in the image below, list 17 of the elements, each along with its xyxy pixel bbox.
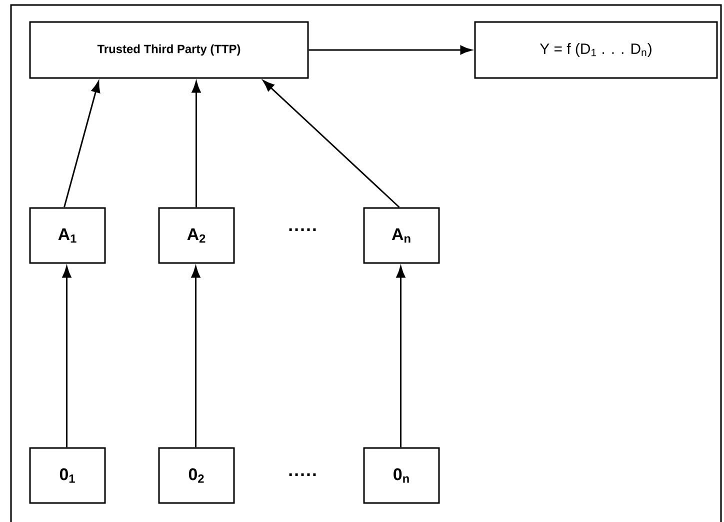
arrow (64, 81, 100, 208)
process-box: A$_{1}$ (29, 207, 106, 264)
arrow (396, 266, 406, 448)
arrow (262, 80, 400, 208)
party-box: Trusted Third Party (TTP) (29, 21, 309, 79)
arrow (62, 266, 72, 448)
arrow (308, 46, 472, 54)
ellipsis: ····· (289, 228, 316, 231)
process-box: 0$_{2}$ (158, 447, 235, 504)
arrow (192, 81, 201, 208)
ellipsis: ····· (289, 473, 316, 476)
process-box: A$_{2}$ (158, 207, 235, 264)
process-box: 0$_{1}$ (29, 447, 106, 504)
process-box: A$_{n}$ (363, 207, 440, 264)
arrow (191, 266, 200, 448)
process-box: 0$_{n}$ (363, 447, 440, 504)
result-box: Y = f (D$_{1}$ . . . D$_{n}$) (474, 21, 718, 79)
